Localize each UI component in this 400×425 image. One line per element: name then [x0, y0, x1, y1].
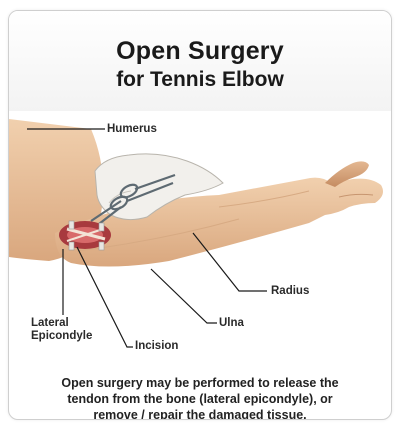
- forearm: [55, 177, 383, 267]
- radius-leader: [192, 232, 267, 292]
- ulna-leader: [150, 268, 217, 324]
- header: Open Surgery for Tennis Elbow: [9, 11, 391, 111]
- label-lateral-epicondyle-line1: Lateral: [31, 317, 69, 329]
- caption-line-1: Open surgery may be performed to release…: [61, 376, 339, 390]
- label-radius: Radius: [271, 285, 310, 297]
- incision-site: [59, 220, 111, 251]
- elbow-surgery-illustration: [9, 119, 383, 348]
- caption-line-3: remove / repair the damaged tissue.: [93, 408, 307, 420]
- illustration-card: Open Surgery for Tennis Elbow: [8, 10, 392, 420]
- label-humerus: Humerus: [107, 123, 157, 135]
- scissors: [90, 173, 176, 228]
- label-incision: Incision: [135, 340, 179, 352]
- label-lateral-epicondyle: Lateral Epicondyle: [31, 317, 92, 343]
- label-ulna: Ulna: [219, 317, 244, 329]
- thumb: [325, 161, 369, 187]
- caption: Open surgery may be performed to release…: [9, 375, 391, 420]
- title: Open Surgery: [116, 37, 284, 65]
- incision-leader: [76, 246, 133, 348]
- caption-line-2: tendon from the bone (lateral epicondyle…: [67, 392, 333, 406]
- label-lateral-epicondyle-line2: Epicondyle: [31, 330, 93, 342]
- subtitle: for Tennis Elbow: [116, 68, 284, 91]
